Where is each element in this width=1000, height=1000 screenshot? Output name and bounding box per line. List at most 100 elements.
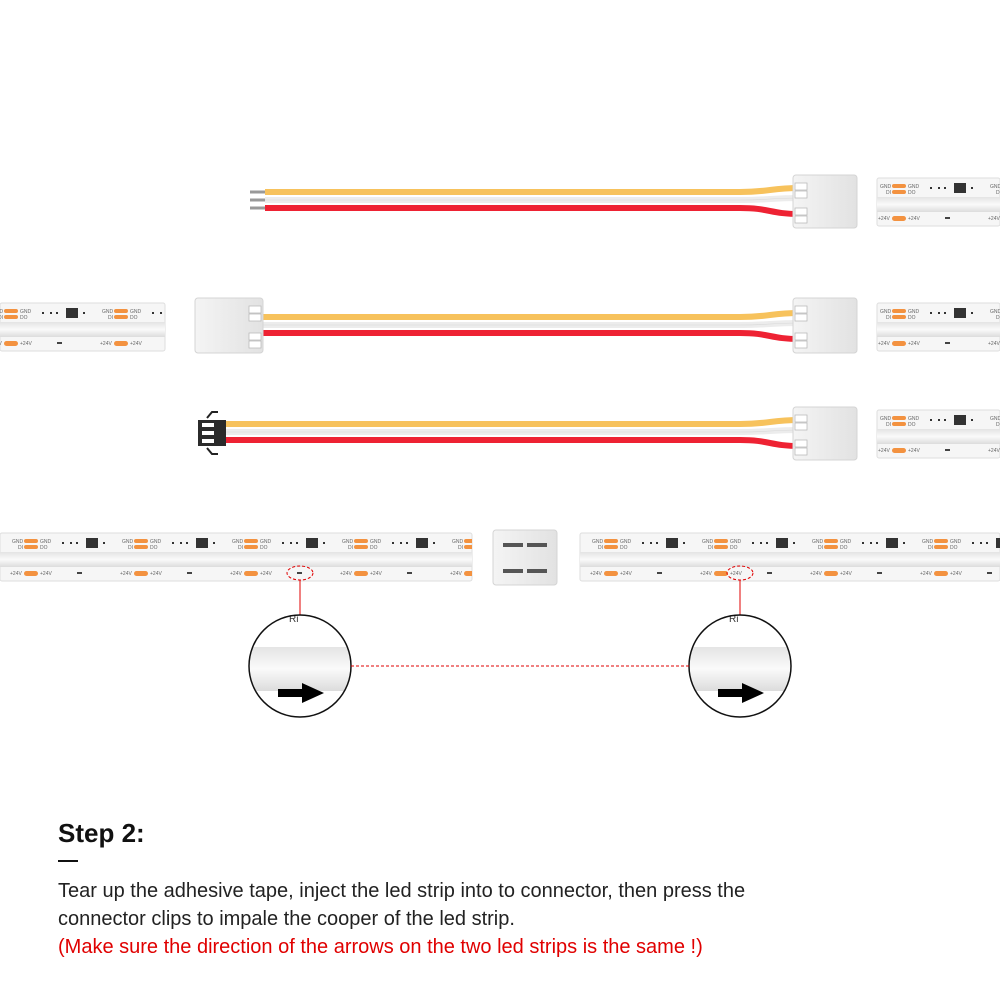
component	[186, 542, 188, 544]
component	[70, 542, 72, 544]
contact-pin	[794, 447, 808, 456]
solder-pad	[134, 539, 148, 543]
contact-pin	[248, 313, 262, 322]
connector-body	[792, 174, 858, 229]
di-label: DI	[886, 315, 891, 321]
led-chip	[666, 538, 678, 548]
wire-outline	[265, 197, 801, 201]
di-label: DI	[108, 315, 113, 321]
strip-connector	[792, 174, 858, 229]
component	[650, 542, 652, 544]
connector-body	[194, 297, 264, 354]
v24-label: +24V	[700, 571, 712, 577]
cut-mark	[187, 572, 192, 574]
v24-label: +24V	[988, 216, 1000, 222]
strip-connector	[194, 297, 264, 354]
do-label: DO	[908, 315, 916, 321]
component	[290, 542, 292, 544]
component	[152, 312, 154, 314]
gnd-label: GND	[840, 539, 852, 545]
v24-label: +24V	[908, 448, 920, 454]
component	[980, 542, 982, 544]
direction-warning: (Make sure the direction of the arrows o…	[58, 936, 703, 958]
solder-pad	[892, 184, 906, 188]
solder-pad	[24, 571, 38, 576]
gnd-label: GND	[730, 539, 742, 545]
component	[752, 542, 754, 544]
led-chip	[996, 538, 1000, 548]
do-label: DO	[150, 545, 158, 551]
v24-label: +24V	[920, 571, 932, 577]
gnd-label: GND	[620, 539, 632, 545]
gnd-label: GND	[880, 184, 892, 190]
component	[683, 542, 685, 544]
do-label: DO	[480, 545, 488, 551]
gnd-label: GND	[40, 539, 52, 545]
gnd-label: GND	[102, 309, 114, 315]
cut-mark	[77, 572, 82, 574]
solder-pad	[134, 545, 148, 549]
strip-connector	[792, 297, 858, 354]
wire-tip	[250, 206, 265, 210]
do-label: DO	[730, 545, 738, 551]
component	[392, 542, 394, 544]
do-label: DO	[20, 315, 28, 321]
v24-label: +24V	[480, 571, 492, 577]
gnd-label: GND	[592, 539, 604, 545]
led-chip	[196, 538, 208, 548]
contact-pin	[794, 422, 808, 431]
led-chip	[954, 308, 966, 318]
solder-pad	[4, 341, 18, 346]
strip-channel	[0, 552, 472, 567]
di-label: DI	[0, 315, 3, 321]
di-label: DI	[886, 422, 891, 428]
solder-pad	[604, 539, 618, 543]
gnd-label: GND	[990, 309, 1000, 315]
gnd-label: GND	[908, 416, 920, 422]
contact-pin	[248, 332, 262, 341]
component	[103, 542, 105, 544]
solder-pad	[24, 539, 38, 543]
component	[938, 312, 940, 314]
direction-arrow-icon	[718, 683, 764, 703]
do-label: DO	[620, 545, 628, 551]
component	[938, 187, 940, 189]
gnd-label: GND	[908, 184, 920, 190]
v24-label: +24V	[908, 341, 920, 347]
connector-body	[492, 529, 558, 586]
red-wire	[265, 205, 801, 217]
solder-pad	[934, 571, 948, 576]
component	[760, 542, 762, 544]
cut-mark	[297, 572, 302, 574]
component	[971, 419, 973, 421]
instruction-line-1: Tear up the adhesive tape, inject the le…	[58, 880, 746, 902]
solder-pad	[4, 309, 18, 313]
solder-pad	[114, 309, 128, 313]
solder-pad	[114, 315, 128, 319]
led-chip	[776, 538, 788, 548]
contact-pin	[248, 340, 262, 349]
contact-bar	[527, 569, 547, 573]
strip-channel	[877, 322, 1000, 337]
component	[180, 542, 182, 544]
component	[83, 312, 85, 314]
solder-pad	[892, 341, 906, 346]
v24-label: +24V	[10, 571, 22, 577]
strip-channel	[580, 552, 1000, 567]
strip-channel	[0, 322, 165, 337]
component	[76, 542, 78, 544]
component	[766, 542, 768, 544]
solder-pad	[4, 315, 18, 319]
contact-pin	[794, 332, 808, 341]
solder-pad	[934, 539, 948, 543]
contact-bar	[527, 543, 547, 547]
component	[282, 542, 284, 544]
solder-pad	[244, 545, 258, 549]
solder-pad	[892, 416, 906, 420]
gnd-label: GND	[0, 309, 4, 315]
solder-pad	[714, 545, 728, 549]
